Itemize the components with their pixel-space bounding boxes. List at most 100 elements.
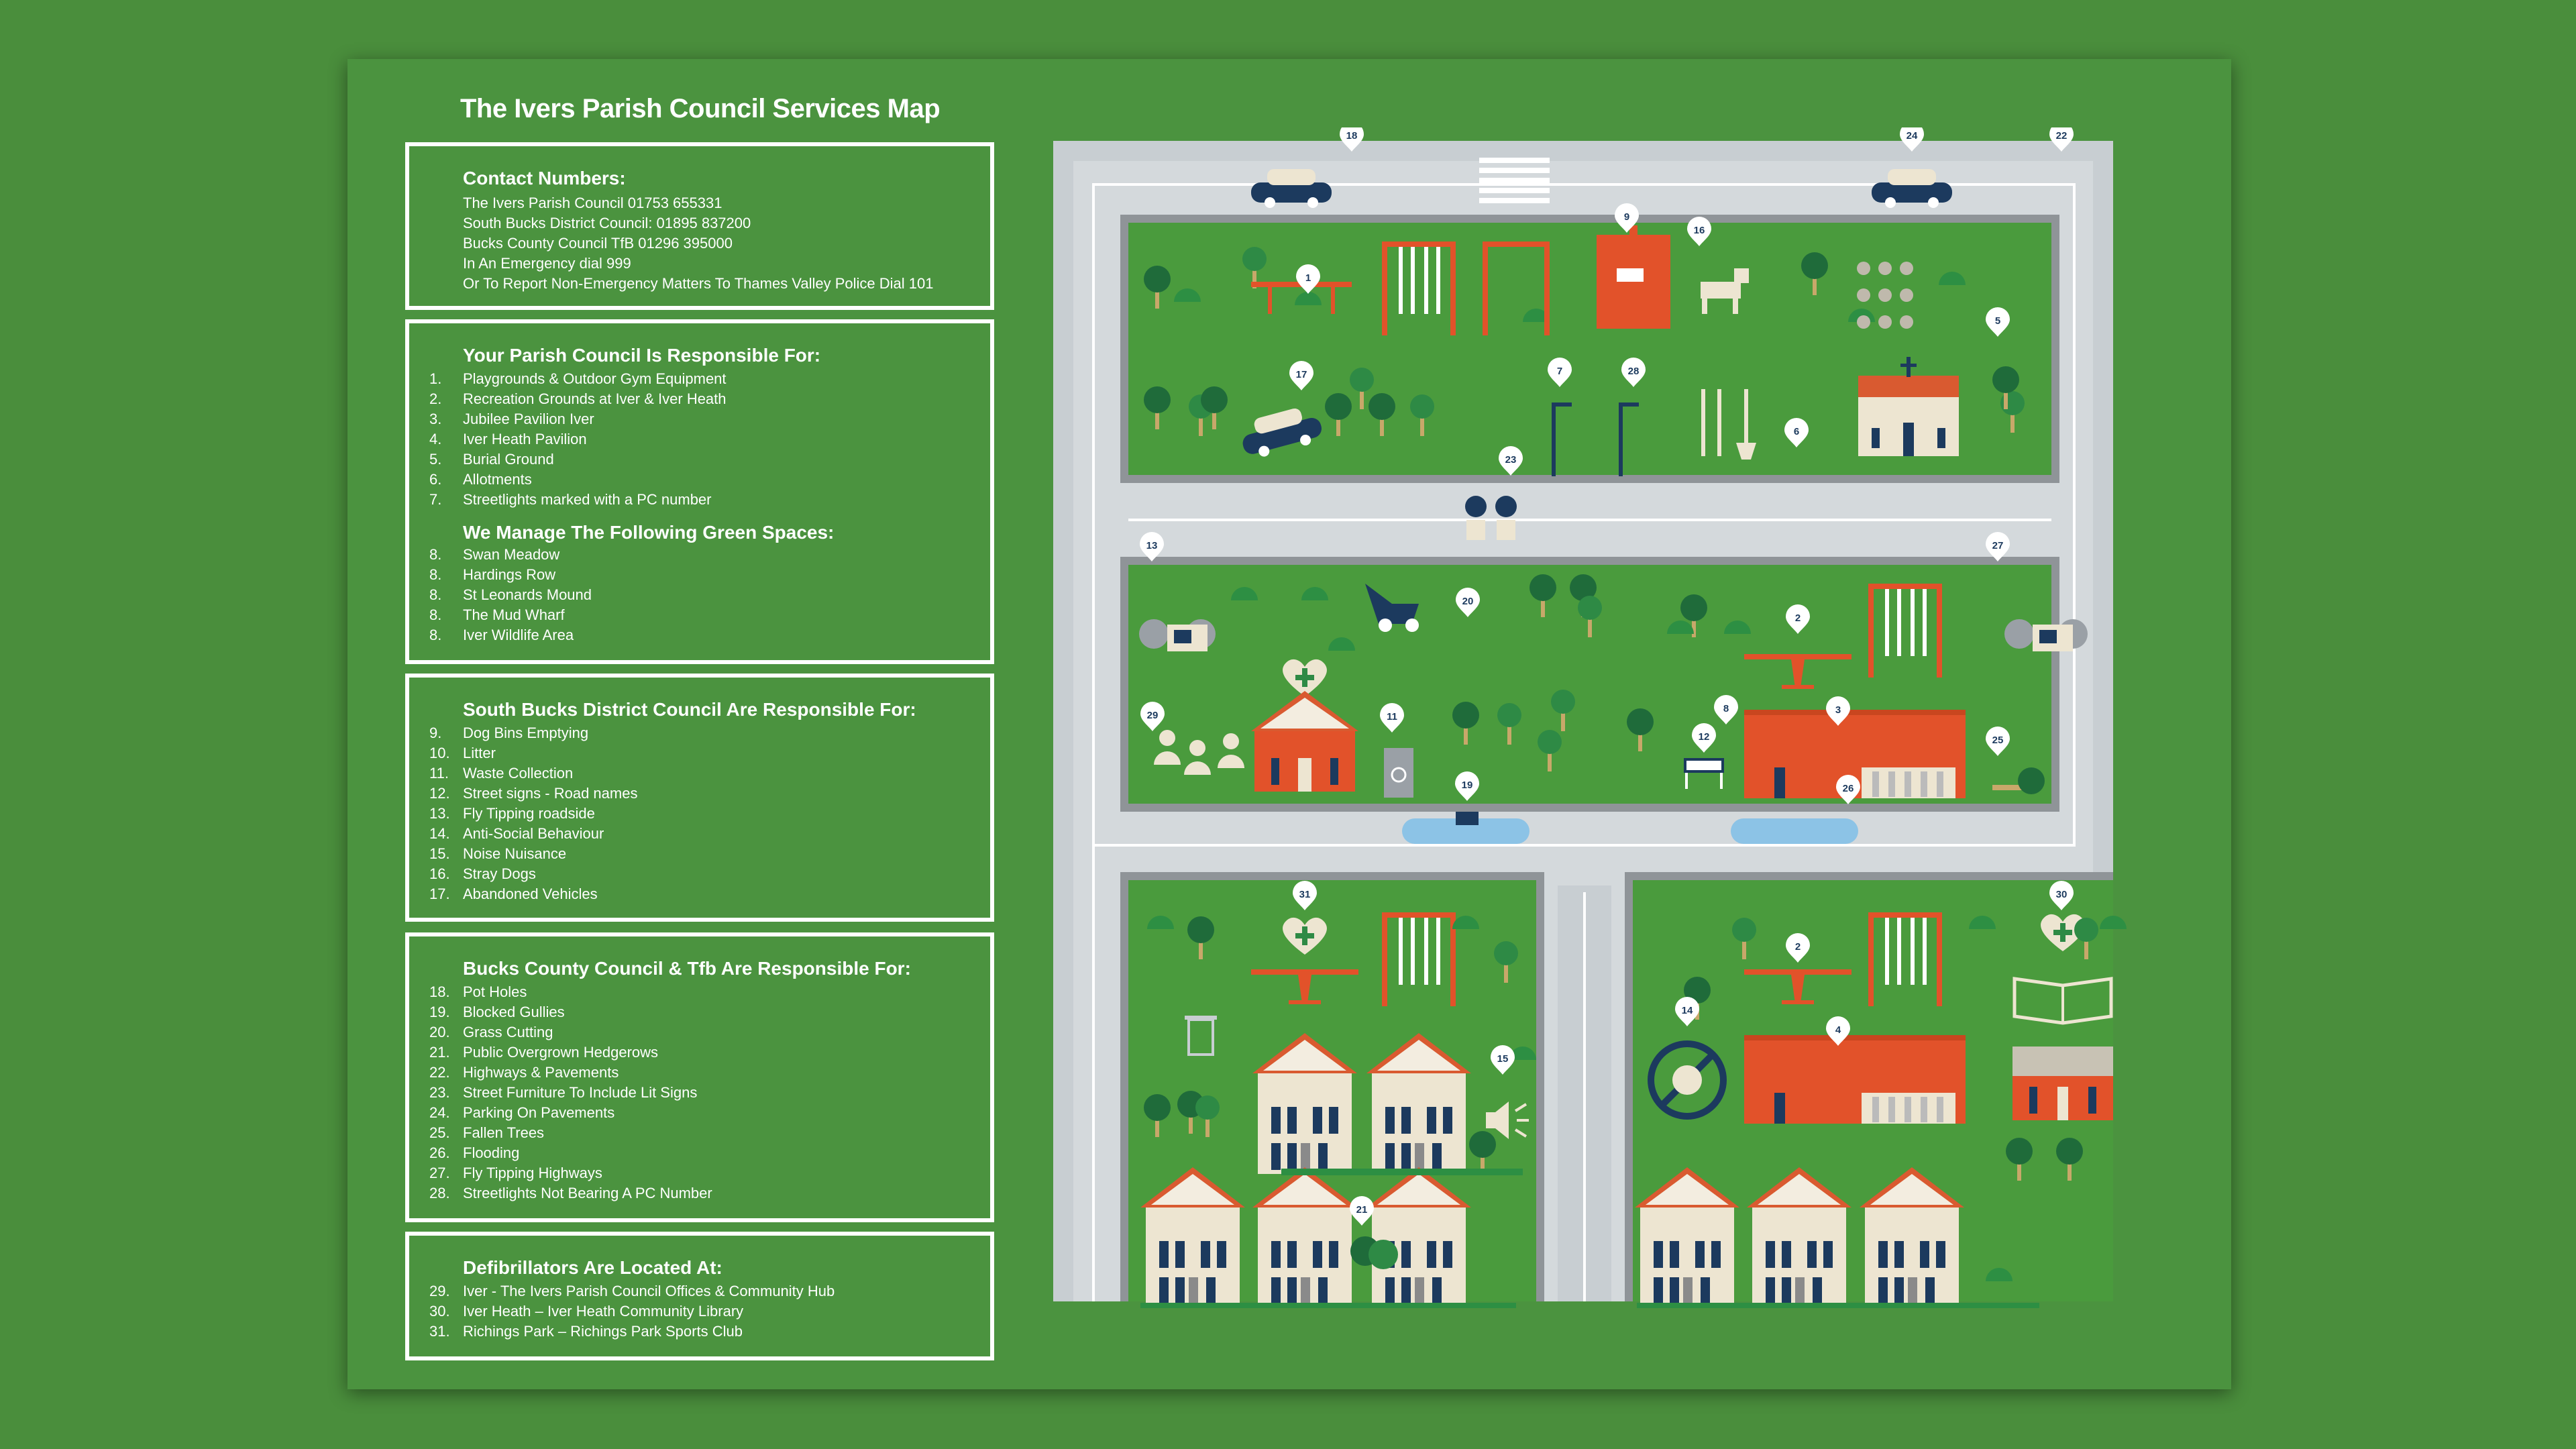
map-pin-18[interactable]: 18 [1340, 127, 1364, 152]
map-pin-label: 5 [1995, 315, 2000, 327]
list-item: 6.Allotments [429, 471, 532, 488]
green-spaces-heading: We Manage The Following Green Spaces: [463, 522, 835, 543]
map-pin-29[interactable]: 29 [1140, 702, 1165, 731]
map-svg: 1223456789111213141516171819202122232425… [1053, 127, 2127, 1308]
map-pin-31[interactable]: 31 [1293, 881, 1317, 910]
parish-heading: Your Parish Council Is Responsible For: [463, 345, 821, 366]
map-pin-label: 31 [1299, 889, 1311, 900]
church-icon [1858, 357, 1959, 456]
contact-line: Or To Report Non-Emergency Matters To Th… [463, 275, 934, 292]
list-item: 25.Fallen Trees [429, 1124, 545, 1141]
map-pin-16[interactable]: 16 [1687, 217, 1711, 246]
list-item: 24.Parking On Pavements [429, 1104, 615, 1121]
map-pin-label: 13 [1146, 540, 1158, 551]
map-pin-label: 30 [2056, 889, 2068, 900]
gravestones [1857, 262, 1913, 329]
map-pin-1[interactable]: 1 [1296, 264, 1320, 294]
list-item: 21.Public Overgrown Hedgerows [429, 1044, 659, 1061]
map-pin-2[interactable]: 2 [1786, 933, 1810, 963]
gully-icon [1456, 812, 1479, 825]
map-pin-label: 12 [1699, 731, 1710, 743]
people-icon [1154, 730, 1244, 775]
map-pin-12[interactable]: 12 [1692, 723, 1716, 753]
street-sign-icon [1465, 496, 1517, 540]
list-item: 8.Iver Wildlife Area [429, 627, 574, 643]
map-pin-23[interactable]: 23 [1499, 446, 1523, 476]
lawnmower-icon [1365, 584, 1419, 632]
contact-numbers-panel: Contact Numbers: The Ivers Parish Counci… [405, 142, 994, 310]
page-title: The Ivers Parish Council Services Map [460, 94, 941, 123]
flytip-pile-icon [1139, 619, 1216, 651]
contact-heading: Contact Numbers: [463, 168, 626, 189]
district-heading: South Bucks District Council Are Respons… [463, 699, 916, 720]
list-item: 11.Waste Collection [429, 765, 574, 782]
map-pin-25[interactable]: 25 [1986, 727, 2010, 756]
map-pin-5[interactable]: 5 [1986, 307, 2010, 337]
map-pin-27[interactable]: 27 [1986, 532, 2010, 561]
hedgerow-icon [1350, 1236, 1398, 1269]
map-pin-label: 25 [1992, 735, 2004, 746]
list-item: 5.Burial Ground [429, 451, 554, 468]
streetlight-icon [1552, 402, 1639, 476]
map-pin-label: 20 [1462, 596, 1474, 607]
list-item: 14.Anti-Social Behaviour [429, 825, 604, 842]
defib-heading: Defibrillators Are Located At: [463, 1257, 722, 1278]
map-pin-3[interactable]: 3 [1826, 696, 1850, 726]
list-item: 7.Streetlights marked with a PC number [429, 491, 712, 508]
map-pin-8[interactable]: 8 [1714, 695, 1738, 724]
county-heading: Bucks County Council & Tfb Are Responsib… [463, 958, 911, 979]
map-pin-label: 16 [1694, 225, 1705, 236]
map-pin-2[interactable]: 2 [1786, 604, 1810, 634]
map-pin-15[interactable]: 15 [1491, 1045, 1515, 1075]
map-pin-9[interactable]: 9 [1615, 203, 1639, 233]
list-item: 28.Streetlights Not Bearing A PC Number [429, 1185, 712, 1201]
list-item: 15.Noise Nuisance [429, 845, 567, 862]
map-pin-26[interactable]: 26 [1836, 775, 1860, 804]
map-pin-7[interactable]: 7 [1548, 358, 1572, 387]
map-pin-21[interactable]: 21 [1350, 1196, 1374, 1226]
noise-speaker-icon [1486, 1102, 1529, 1139]
map-pin-14[interactable]: 14 [1675, 997, 1699, 1026]
map-pin-label: 4 [1835, 1024, 1841, 1036]
list-item: 27.Fly Tipping Highways [429, 1165, 602, 1181]
map-pin-label: 6 [1794, 426, 1799, 437]
map-pin-6[interactable]: 6 [1784, 418, 1809, 447]
pullup-bar-icon [1483, 241, 1550, 335]
map-pin-4[interactable]: 4 [1826, 1016, 1850, 1046]
list-item: 10.Litter [429, 745, 496, 761]
list-item: 4.Iver Heath Pavilion [429, 431, 587, 447]
map-pin-24[interactable]: 24 [1900, 127, 1924, 152]
map-pin-17[interactable]: 17 [1289, 361, 1313, 390]
map-pin-11[interactable]: 11 [1380, 703, 1404, 733]
list-item: 29.Iver - The Ivers Parish Council Offic… [429, 1283, 835, 1299]
list-item: 22.Highways & Pavements [429, 1064, 619, 1081]
map-pin-label: 29 [1147, 710, 1159, 721]
map-pin-label: 17 [1296, 369, 1307, 380]
contact-line: The Ivers Parish Council 01753 655331 [463, 195, 722, 211]
list-item: 20.Grass Cutting [429, 1024, 553, 1040]
map-pin-22[interactable]: 22 [2049, 127, 2074, 152]
map-pin-label: 27 [1992, 540, 2004, 551]
map-pin-30[interactable]: 30 [2049, 881, 2074, 910]
map-pin-19[interactable]: 19 [1455, 771, 1479, 801]
flood-puddle [1731, 818, 1858, 844]
map-pin-20[interactable]: 20 [1456, 588, 1480, 617]
map-pin-13[interactable]: 13 [1140, 532, 1164, 561]
list-item: 19.Blocked Gullies [429, 1004, 565, 1020]
map-pin-28[interactable]: 28 [1621, 358, 1646, 387]
list-item: 12.Street signs - Road names [429, 785, 638, 802]
list-item: 3.Jubilee Pavilion Iver [429, 411, 594, 427]
list-item: 31.Richings Park – Richings Park Sports … [429, 1323, 743, 1340]
map-pin-label: 28 [1628, 366, 1640, 377]
map-pin-label: 1 [1305, 272, 1311, 284]
allotment-tools-icon [1701, 389, 1756, 460]
stray-dog-icon [1701, 268, 1749, 314]
map-pin-label: 24 [1907, 130, 1918, 142]
zebra-crossing [1479, 158, 1550, 203]
map-pin-label: 15 [1497, 1053, 1509, 1065]
list-item: 23.Street Furniture To Include Lit Signs [429, 1084, 698, 1101]
list-item: 8.Hardings Row [429, 566, 556, 583]
list-item: 13.Fly Tipping roadside [429, 805, 595, 822]
dog-bin-icon [1597, 225, 1670, 329]
list-item: 8.The Mud Wharf [429, 606, 565, 623]
